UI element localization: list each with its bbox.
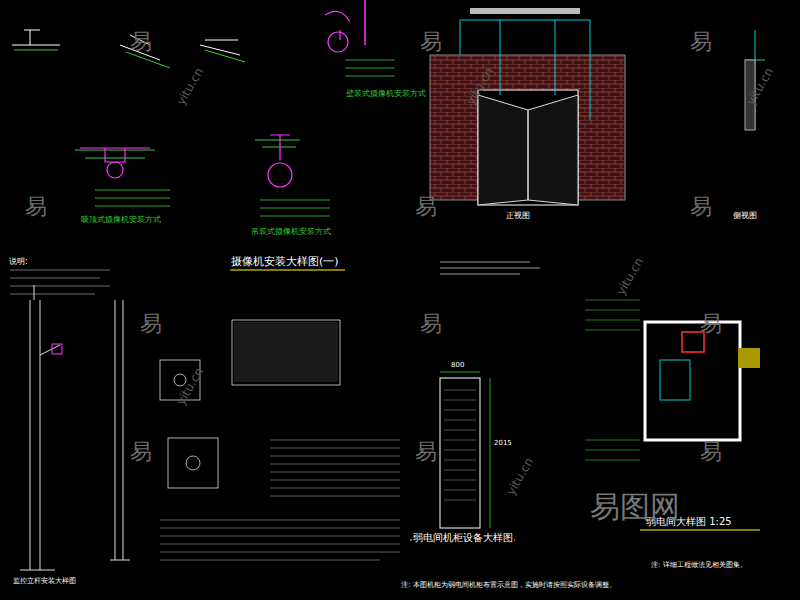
watermark: 易 <box>130 440 152 464</box>
drawing-label: 正视图 <box>505 212 531 221</box>
drawing-label: 说明: <box>8 258 29 267</box>
watermark: 易 <box>700 440 722 464</box>
watermark: 易 <box>700 312 722 336</box>
watermark: yitu.cn <box>174 366 206 408</box>
drawing-label: 注: 详细工程做法见相关图集。 <box>650 562 748 570</box>
watermark: 易 <box>415 440 437 464</box>
drawing-label: 侧视图 <box>732 212 758 221</box>
drawing-label: 吊装式摄像机安装方式 <box>250 228 332 237</box>
watermark: yitu.cn <box>504 456 536 498</box>
drawing-label: 监控立杆安装大样图 <box>12 578 77 586</box>
watermark: yitu.cn <box>614 256 646 298</box>
watermark: 易 <box>25 195 47 219</box>
watermark: 易 <box>420 30 442 54</box>
watermark: 易 <box>690 30 712 54</box>
watermark: 易 <box>140 312 162 336</box>
watermark: yitu.cn <box>174 66 206 108</box>
watermark: 易 <box>130 30 152 54</box>
drawing-label: 摄像机安装大样图(一) <box>230 256 340 268</box>
drawing-label: 壁装式摄像机安装方式 <box>345 90 427 99</box>
drawing-label: 800 <box>450 362 465 370</box>
drawing-label: 2015 <box>493 440 513 448</box>
watermark: 易 <box>690 195 712 219</box>
watermark: 易 <box>415 195 437 219</box>
drawing-label: 吸顶式摄像机安装方式 <box>80 216 162 225</box>
drawing-label: 注: 本图机柜为弱电间机柜布置示意图，实施时请按照实际设备调整。 <box>400 582 617 590</box>
watermark: 易 <box>420 312 442 336</box>
drawing-label: 弱电间机柜设备大样图 <box>412 532 514 543</box>
watermark: 易图网 <box>590 490 680 523</box>
